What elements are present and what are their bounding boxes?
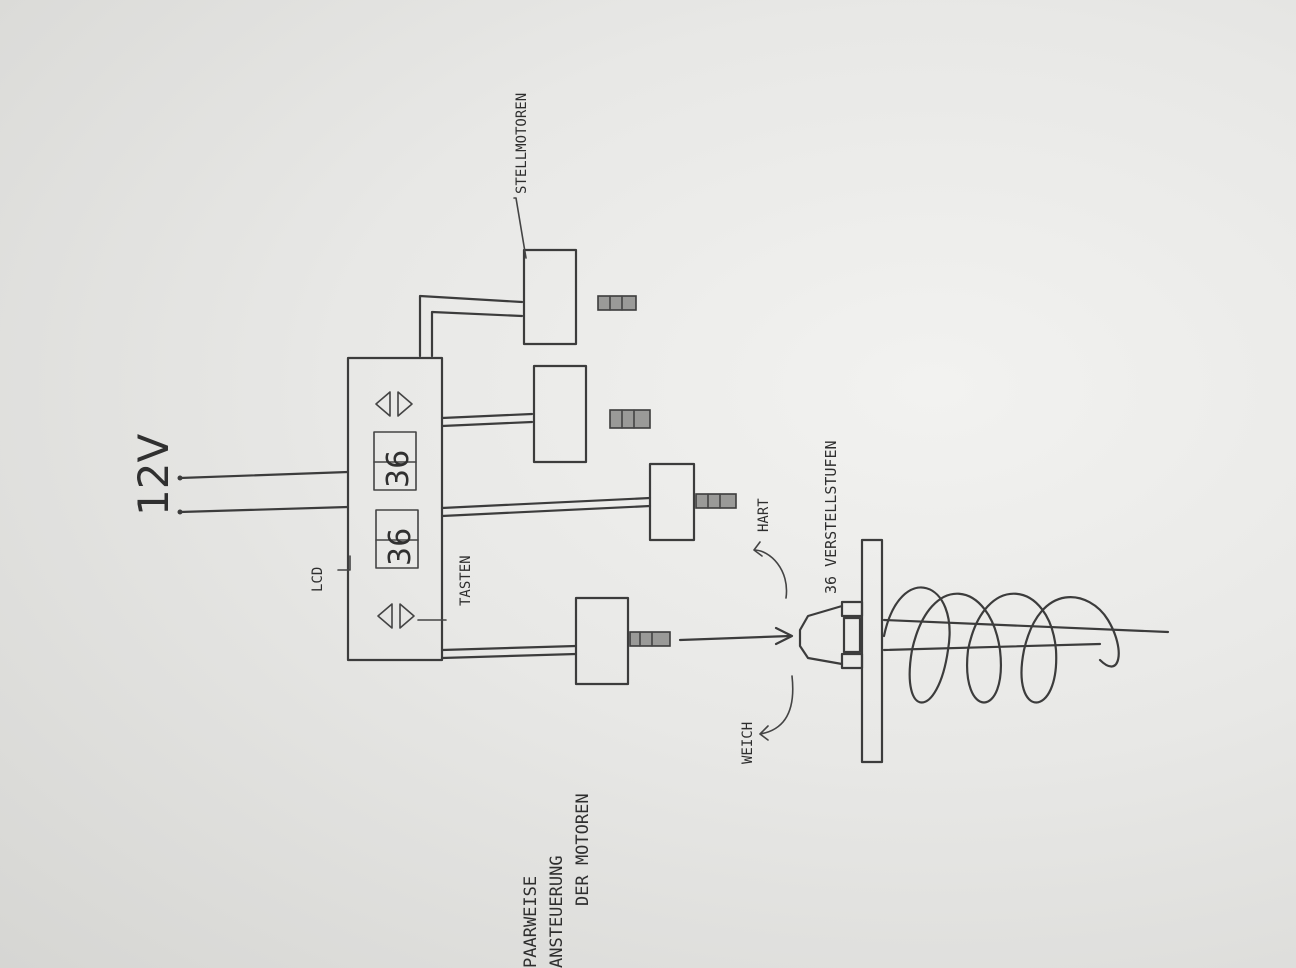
buttons-label: TASTEN bbox=[458, 555, 474, 606]
steps-label: 36 VERSTELLSTUFEN bbox=[822, 440, 840, 594]
hard-arrow bbox=[753, 541, 788, 599]
motor-1 bbox=[574, 596, 671, 686]
note-line-2: ANSTEUERUNG bbox=[547, 855, 567, 968]
controller-box bbox=[346, 356, 444, 662]
motor-wires bbox=[418, 294, 652, 660]
actuators-label: STELLMOTOREN bbox=[514, 93, 530, 194]
drive-arrow bbox=[678, 626, 794, 646]
supply-wires bbox=[177, 470, 350, 515]
motor-pairing-note: PAARWEISE ANSTEUERUNG DER MOTOREN bbox=[521, 793, 593, 968]
actuators-leader bbox=[513, 197, 527, 259]
hard-label: HART bbox=[756, 498, 772, 532]
motor-2 bbox=[648, 462, 737, 542]
buttons-right bbox=[375, 391, 413, 417]
display-left-value: 36 bbox=[383, 528, 418, 566]
motor-4 bbox=[522, 248, 637, 346]
note-line-1: PAARWEISE bbox=[521, 876, 541, 968]
note-line-3: DER MOTOREN bbox=[573, 793, 593, 906]
display-right-value: 36 bbox=[381, 450, 416, 488]
soft-arrow bbox=[759, 675, 794, 741]
coil-spring bbox=[882, 586, 1120, 704]
spring-plate bbox=[860, 538, 884, 764]
display-right: 36 bbox=[373, 431, 417, 491]
adjuster-knob bbox=[798, 600, 864, 670]
voltage-label: 12V bbox=[129, 434, 178, 516]
lcd-label: LCD bbox=[310, 567, 326, 592]
spring-rod bbox=[882, 618, 1170, 652]
soft-label: WEICH bbox=[740, 722, 756, 764]
motor-3 bbox=[532, 364, 651, 464]
buttons-left bbox=[377, 603, 415, 629]
display-left: 36 bbox=[375, 509, 419, 569]
lcd-leader bbox=[337, 555, 351, 571]
